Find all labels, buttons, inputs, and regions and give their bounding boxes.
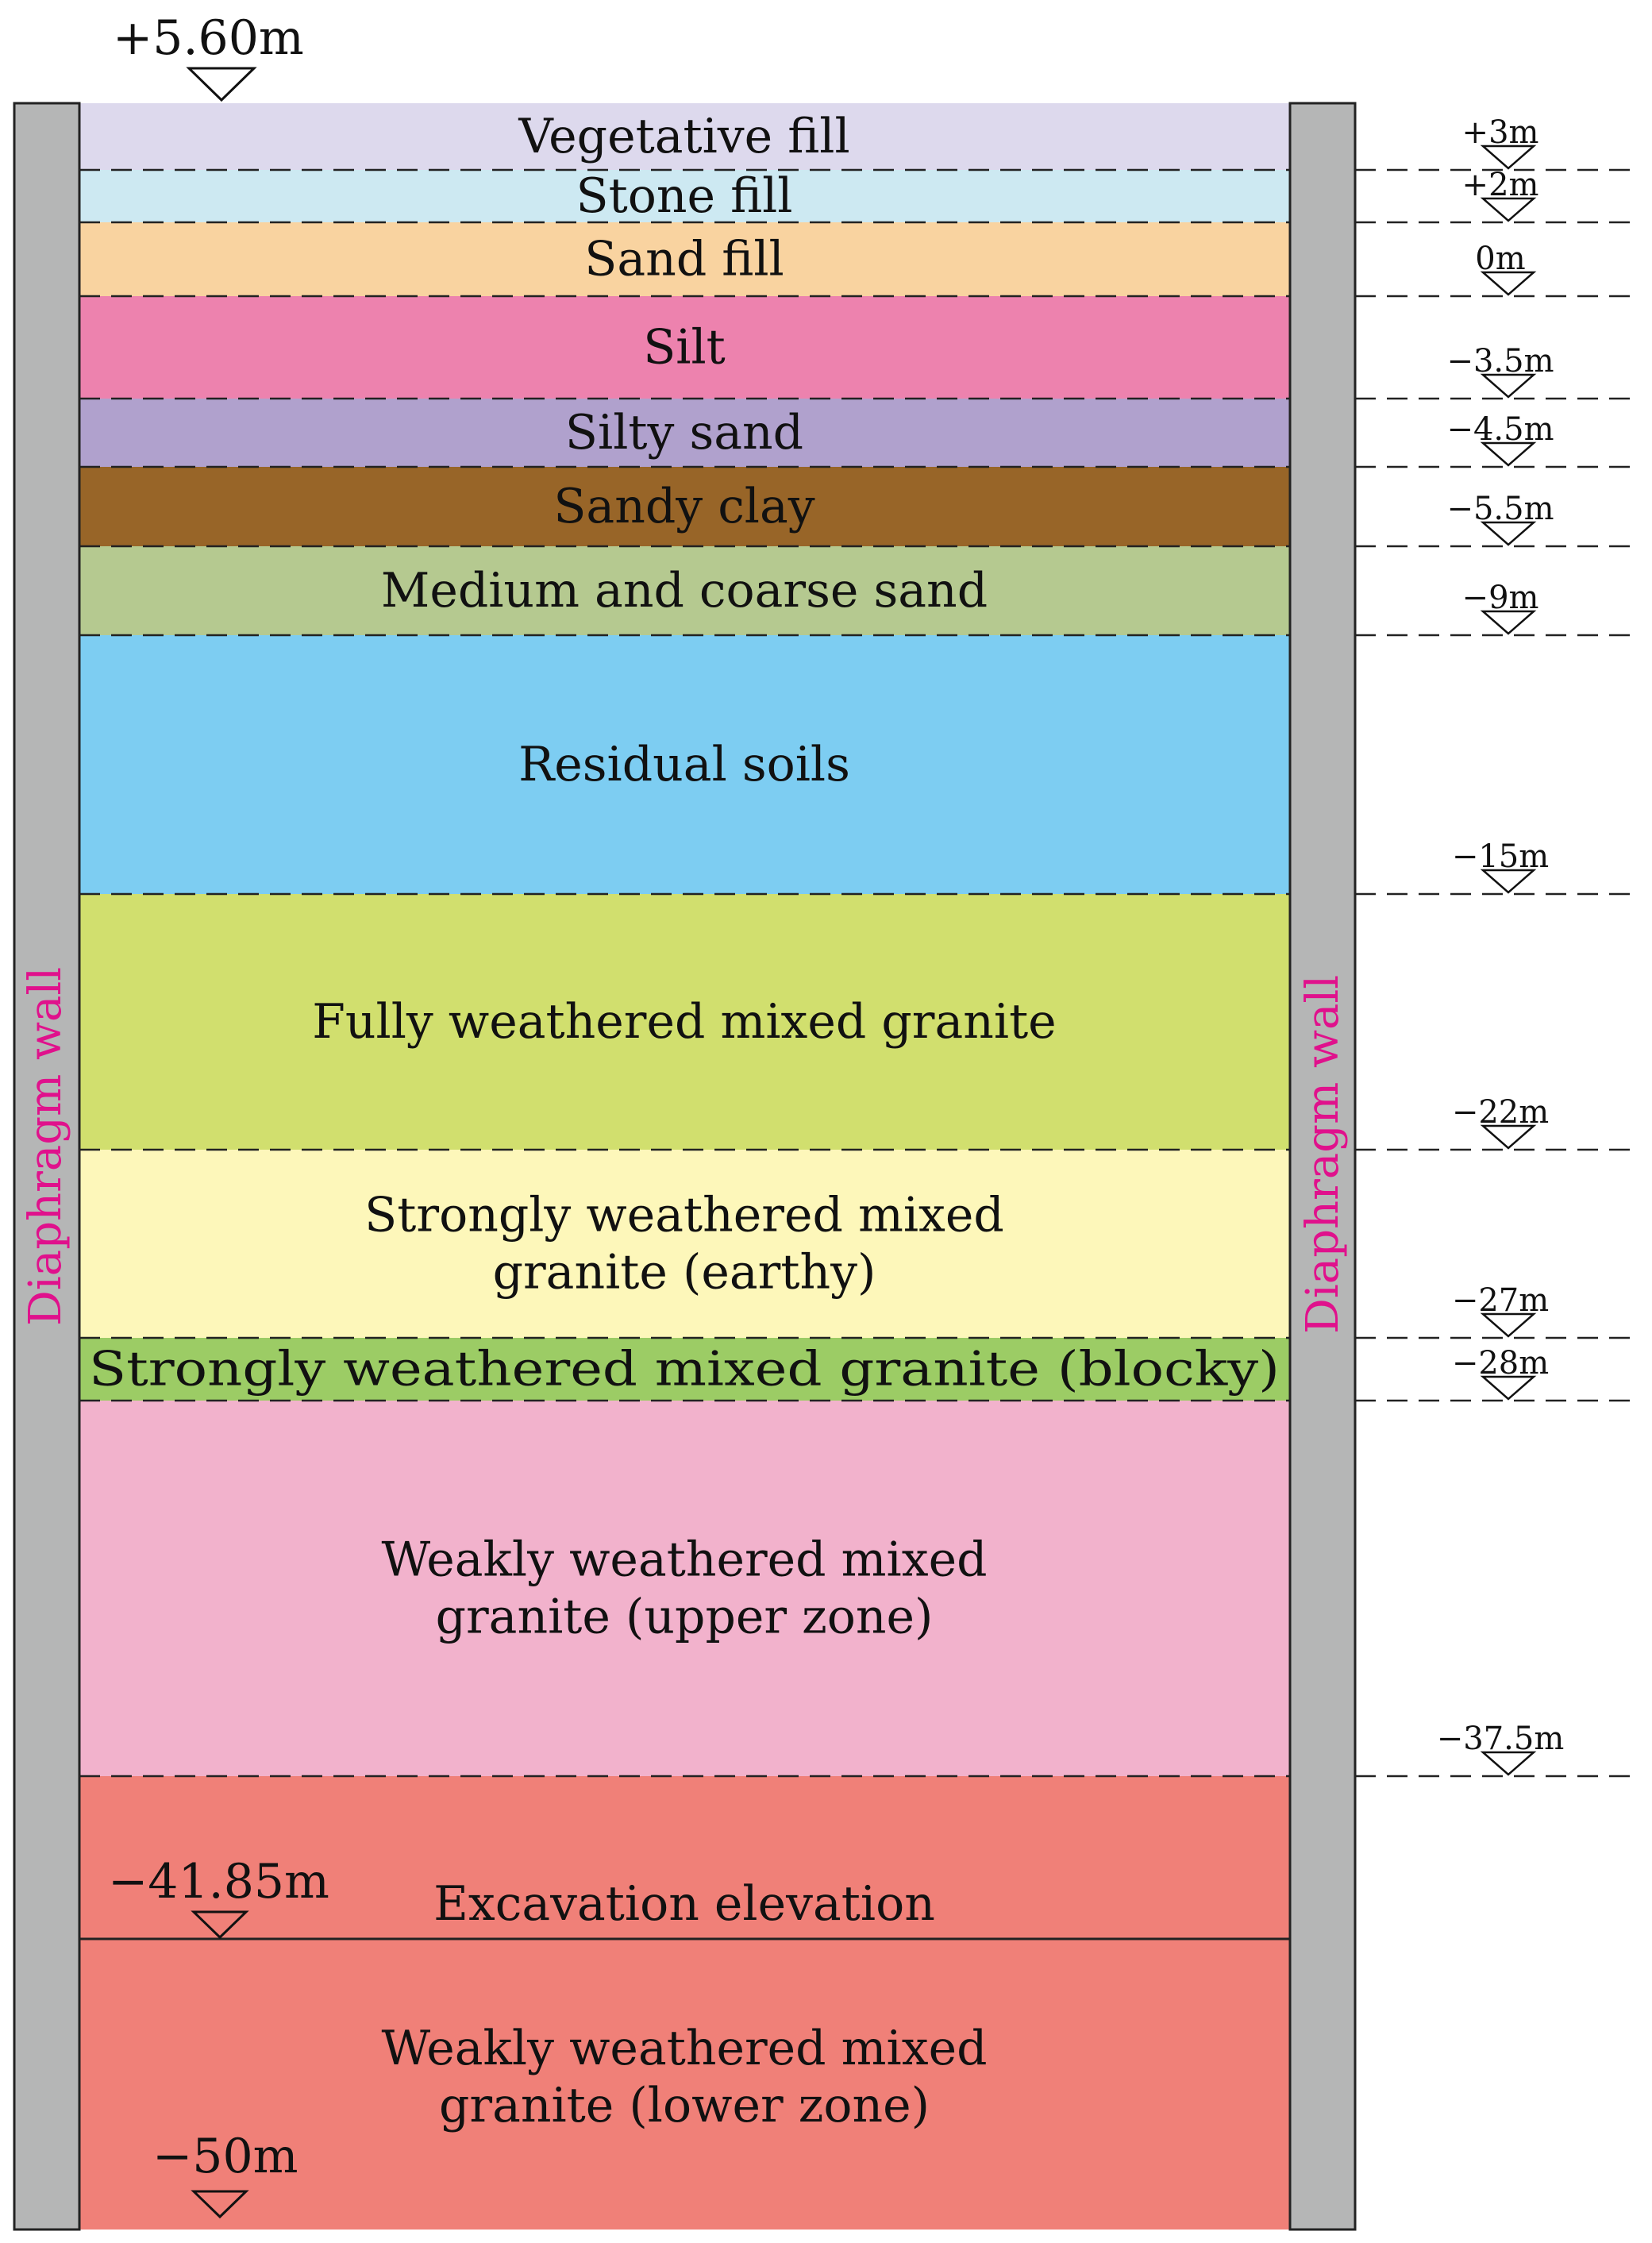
layer-elevation-label: −28m: [1452, 1345, 1549, 1382]
soil-layer: [79, 1150, 1290, 1338]
left-diaphragm-wall: [13, 102, 81, 2231]
elevation-triangle-icon: [1480, 271, 1537, 296]
elevation-triangle-icon: [1480, 610, 1537, 635]
soil-layer: [79, 296, 1290, 399]
soil-layer-label: granite (earthy): [493, 1245, 876, 1301]
soil-layer: [79, 894, 1290, 1150]
soil-layer-label: Silt: [643, 320, 726, 376]
top-elevation-triangle-icon: [186, 67, 257, 102]
layer-elevation-label: −37.5m: [1437, 1721, 1565, 1757]
soil-layer: [79, 1401, 1290, 1776]
layer-elevation-label: +2m: [1462, 167, 1539, 203]
soil-layer: [79, 546, 1290, 635]
excavation-elevation-triangle-icon: [191, 1910, 249, 1940]
soil-layer: [79, 103, 1290, 170]
left-wall-label: Diaphragm wall: [20, 967, 71, 1326]
layer-boundaries: [79, 168, 1637, 1940]
soil-layer: [79, 1776, 1290, 1939]
soil-layer-label: Strongly weathered mixed: [364, 1188, 1004, 1243]
elevation-triangle-icon: [1480, 1124, 1537, 1150]
elevation-triangle-icon: [1480, 145, 1537, 170]
elevation-triangle-icon: [1480, 373, 1537, 399]
layer-elevation-label: −27m: [1452, 1282, 1549, 1319]
soil-layer: [79, 170, 1290, 222]
elevation-triangle-icon: [1480, 1751, 1537, 1776]
elevation-markers: +5.60m −41.85m −50m +3m +2m 0m −3.5m −4.5m −5…: [108, 10, 1565, 2219]
soil-layer-label: Silty sand: [565, 405, 803, 461]
soil-layer-label: Vegetative fill: [518, 109, 849, 164]
soil-layer-label: granite (upper zone): [436, 1590, 934, 1645]
soil-layer-label: Residual soils: [518, 737, 850, 792]
soil-layer: [79, 467, 1290, 546]
layer-elevation-label: +3m: [1462, 114, 1539, 151]
elevation-triangle-icon: [1480, 197, 1537, 222]
soil-layer: [79, 222, 1290, 296]
layer-elevation-label: −22m: [1452, 1094, 1549, 1131]
elevation-triangle-icon: [1480, 1312, 1537, 1338]
soil-layer: [79, 635, 1290, 894]
soil-layer-label: Fully weathered mixed granite: [312, 994, 1056, 1050]
bottom-elevation-triangle-icon: [191, 2190, 249, 2219]
elevation-triangle-icon: [1480, 869, 1537, 894]
soil-layer: [79, 1338, 1290, 1401]
soil-layer-label: Excavation elevation: [433, 1876, 935, 1932]
soil-layer-label: granite (lower zone): [439, 2078, 930, 2133]
soil-layer-label: Weakly weathered mixed: [382, 2021, 988, 2076]
elevation-triangle-icon: [1480, 1375, 1537, 1401]
elevation-triangle-icon: [1480, 441, 1537, 467]
diaphragm-walls: Diaphragm wall Diaphragm wall: [13, 102, 1357, 2231]
soil-layer: [79, 399, 1290, 467]
soil-layer-label: Sand fill: [584, 232, 784, 287]
soil-layer: [79, 1939, 1290, 2230]
right-wall-label: Diaphragm wall: [1297, 975, 1349, 1334]
layer-elevation-label: 0m: [1475, 241, 1525, 277]
bottom-elevation-label: −50m: [152, 2129, 298, 2184]
top-elevation-label: +5.60m: [113, 10, 304, 66]
excavation-elevation-label: −41.85m: [108, 1854, 329, 1910]
soil-layer-label: Stone fill: [576, 168, 793, 224]
layer-elevation-label: −5.5m: [1446, 491, 1554, 527]
layer-elevation-label: −3.5m: [1446, 343, 1554, 380]
layer-elevation-label: −15m: [1452, 838, 1549, 875]
right-diaphragm-wall: [1288, 102, 1357, 2231]
layer-elevation-label: −4.5m: [1446, 411, 1554, 448]
soil-layer-label: Medium and coarse sand: [381, 563, 988, 619]
soil-layer-label: Sandy clay: [553, 479, 814, 534]
layer-elevation-label: −9m: [1462, 580, 1539, 616]
soil-layer-label: Weakly weathered mixed: [382, 1532, 988, 1588]
soil-layer-label: Strongly weathered mixed granite (blocky…: [89, 1342, 1280, 1397]
elevation-triangle-icon: [1480, 521, 1537, 546]
